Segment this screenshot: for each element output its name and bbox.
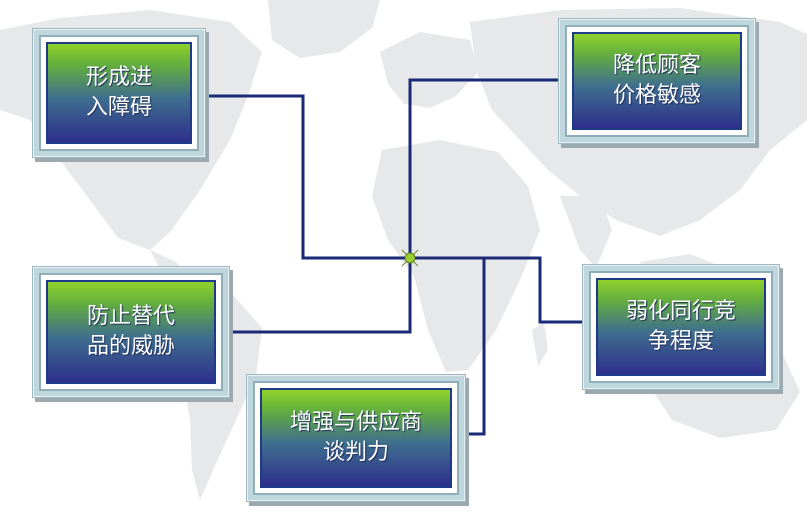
node-fill: 形成进 入障碍 (46, 42, 192, 144)
node-fill: 降低顾客 价格敏感 (572, 32, 742, 130)
node-substitute-threat: 防止替代 品的威胁 (32, 266, 230, 398)
node-frame: 增强与供应商 谈判力 (253, 381, 459, 495)
connector-substitute (230, 258, 412, 334)
node-rivalry: 弱化同行竞 争程度 (582, 264, 780, 390)
node-fill: 弱化同行竞 争程度 (596, 278, 766, 376)
node-label: 增强与供应商 谈判力 (289, 410, 422, 465)
connector-rivalry (410, 256, 582, 324)
node-fill: 防止替代 品的威胁 (46, 280, 216, 384)
node-label: 弱化同行竞 争程度 (625, 299, 736, 354)
node-frame: 弱化同行竞 争程度 (589, 271, 773, 383)
connector-price (408, 78, 560, 258)
node-frame: 形成进 入障碍 (39, 35, 199, 151)
node-label: 降低顾客 价格敏感 (612, 53, 701, 108)
node-frame: 降低顾客 价格敏感 (565, 25, 749, 137)
node-supplier-bargaining: 增强与供应商 谈判力 (246, 374, 466, 502)
connector-barrier (205, 94, 410, 260)
hub-marker (401, 249, 419, 267)
node-entry-barrier: 形成进 入障碍 (32, 28, 206, 158)
node-label: 防止替代 品的威胁 (86, 304, 175, 359)
node-fill: 增强与供应商 谈判力 (260, 388, 452, 488)
node-label: 形成进 入障碍 (85, 65, 152, 120)
node-frame: 防止替代 品的威胁 (39, 273, 223, 391)
connector-supplier (466, 258, 486, 436)
node-price-sensitivity: 降低顾客 价格敏感 (558, 18, 756, 144)
